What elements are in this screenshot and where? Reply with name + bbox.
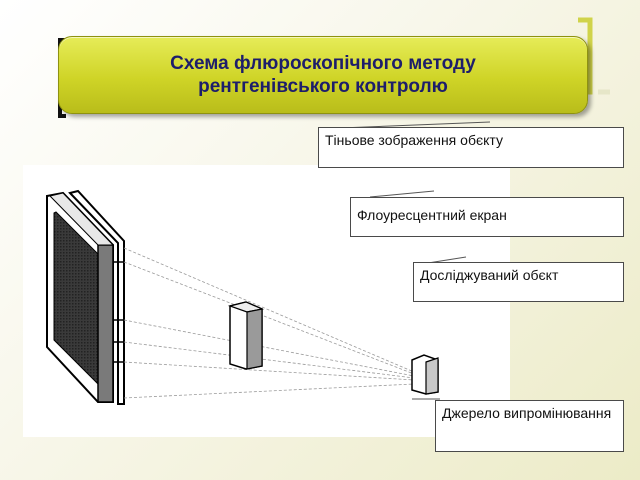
label-inspected-object: Досліджуваний обєкт [413,262,624,302]
projection-rays [123,247,415,399]
shadow-image-plate [46,191,115,403]
title-banner: Схема флюроскопічного методу рентгенівсь… [58,36,588,114]
label-shadow-image: Тіньове зображення обєкту [318,127,624,168]
fluorescent-screen-plate [68,189,125,405]
radiation-source [411,354,439,395]
label-fluorescent-screen: Флоуресцентний екран [350,197,624,237]
label-radiation-source: Джерело випромінювання [435,400,624,452]
inspected-object [227,301,264,370]
title-line-1: Схема флюроскопічного методу [170,53,476,74]
title-line-2: рентгенівського контролю [198,76,448,97]
